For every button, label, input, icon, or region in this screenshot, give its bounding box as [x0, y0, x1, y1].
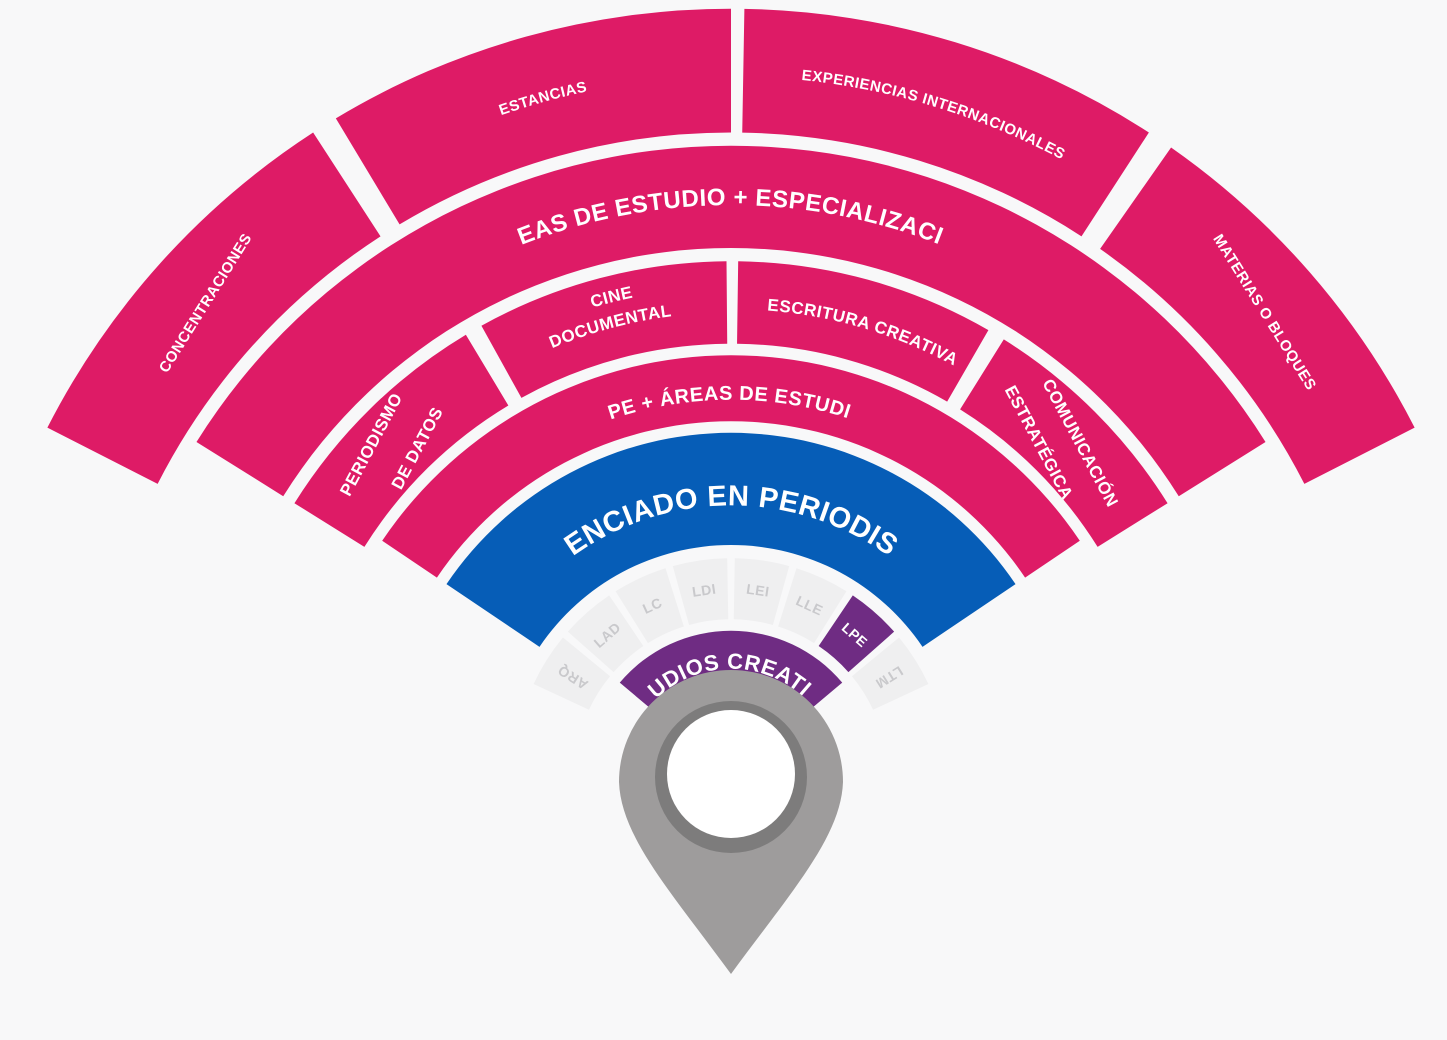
program-tile-ldi[interactable] [672, 558, 729, 625]
concentraciones-segment[interactable] [47, 132, 381, 484]
cine-documental-segment[interactable] [481, 261, 728, 398]
program-label-lc: LC [640, 594, 665, 617]
materias-o-bloques-segment[interactable] [1100, 147, 1415, 484]
program-tile-lad[interactable] [567, 595, 644, 673]
comunicacion-estrategica-segment[interactable] [960, 339, 1168, 547]
lpe-areas-arc[interactable] [382, 355, 1080, 578]
program-tile-lei[interactable] [733, 558, 790, 625]
program-tile-arq[interactable] [533, 637, 611, 710]
estancias-segment[interactable] [335, 8, 731, 225]
licenciado-periodismo-arc[interactable] [446, 432, 1016, 647]
program-tile-lpe[interactable] [818, 595, 895, 673]
periodismo-de-datos-segment[interactable] [294, 334, 509, 547]
program-tile-ltm[interactable] [851, 637, 929, 710]
escritura-creativa-segment[interactable] [737, 261, 989, 402]
program-label-lei: LEI [745, 581, 770, 600]
experiencias-internacionales-segment[interactable] [742, 8, 1149, 237]
program-tile-lc[interactable] [615, 568, 684, 644]
program-label-ldi: LDI [691, 581, 717, 600]
pin-hole [667, 710, 795, 838]
location-pin-icon [619, 670, 843, 974]
areas-especializacion-arc[interactable] [196, 145, 1266, 497]
program-tile-lle[interactable] [778, 568, 847, 644]
